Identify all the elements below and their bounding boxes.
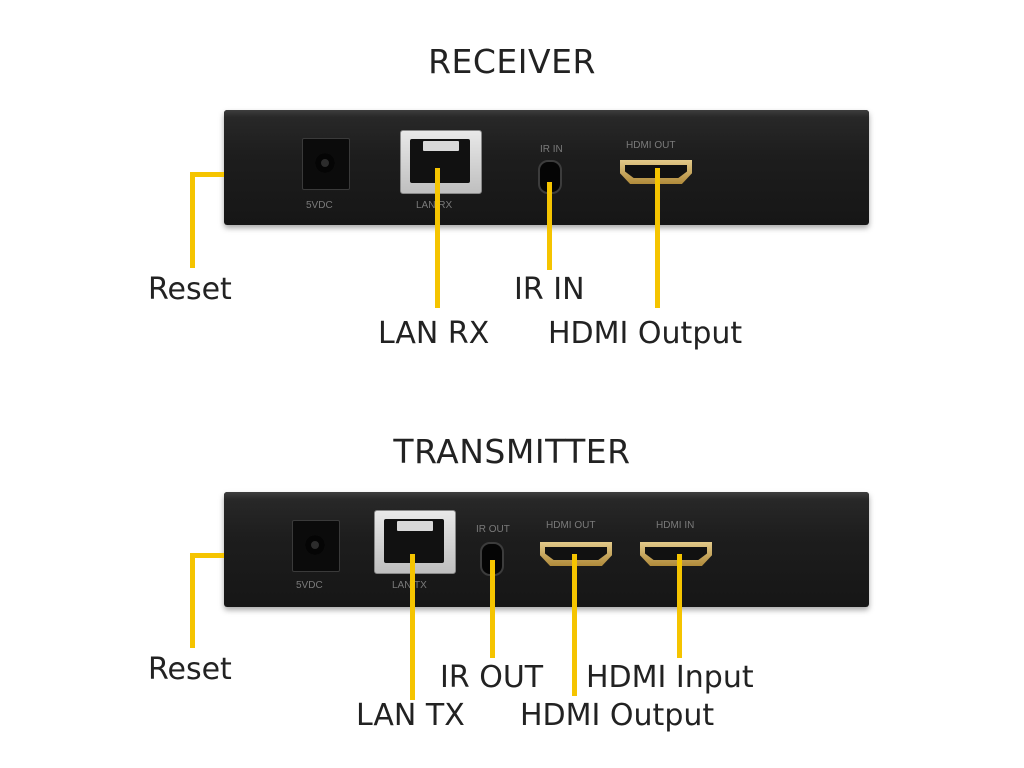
receiver-dc-port-label: 5VDC	[306, 200, 333, 211]
transmitter-hdmi-out-leader	[572, 554, 577, 696]
transmitter-top-edge	[224, 492, 869, 500]
transmitter-lan-port	[374, 510, 456, 574]
receiver-ir-label: IR IN	[514, 272, 585, 307]
receiver-reset-leader-h	[190, 172, 224, 177]
transmitter-ir-label: IR OUT	[440, 660, 544, 695]
receiver-top-edge	[224, 110, 869, 118]
transmitter-dc-port-label: 5VDC	[296, 580, 323, 591]
receiver-ir-leader	[547, 182, 552, 270]
transmitter-reset-label: Reset	[148, 652, 232, 687]
transmitter-lan-leader	[410, 554, 415, 700]
transmitter-reset-leader-h	[190, 553, 224, 558]
transmitter-hdmi-in-port-label: HDMI IN	[656, 520, 695, 531]
transmitter-hdmi-in-leader	[677, 554, 682, 658]
transmitter-hdmi-output-label: HDMI Output	[520, 698, 715, 733]
transmitter-device: 5VDC LAN TX IR OUT HDMI OUT HDMI IN	[224, 492, 869, 607]
receiver-lan-leader	[435, 168, 440, 308]
transmitter-ir-port-label: IR OUT	[476, 524, 510, 535]
transmitter-hdmi-in-port	[640, 542, 712, 566]
transmitter-ir-jack	[480, 542, 504, 576]
receiver-lan-port-label: LAN RX	[416, 200, 453, 211]
transmitter-hdmi-out-port-label: HDMI OUT	[546, 520, 596, 531]
transmitter-reset-leader-v	[190, 553, 195, 648]
transmitter-lan-port-label: LAN TX	[392, 580, 427, 591]
transmitter-ir-leader	[490, 560, 495, 658]
receiver-reset-leader-v	[190, 172, 195, 268]
transmitter-hdmi-input-label: HDMI Input	[586, 660, 754, 695]
receiver-hdmi-leader	[655, 168, 660, 308]
receiver-hdmi-out-port-label: HDMI OUT	[626, 140, 676, 151]
receiver-lan-label: LAN RX	[378, 316, 490, 351]
receiver-dc-jack	[302, 138, 350, 190]
transmitter-dc-jack	[292, 520, 340, 572]
receiver-title: RECEIVER	[428, 42, 596, 81]
receiver-device: 5VDC LAN RX IR IN HDMI OUT	[224, 110, 869, 225]
receiver-ir-port-label: IR IN	[540, 144, 563, 155]
transmitter-title: TRANSMITTER	[393, 432, 631, 471]
transmitter-lan-label: LAN TX	[356, 698, 465, 733]
receiver-hdmi-output-label: HDMI Output	[548, 316, 743, 351]
receiver-lan-port	[400, 130, 482, 194]
receiver-reset-label: Reset	[148, 272, 232, 307]
